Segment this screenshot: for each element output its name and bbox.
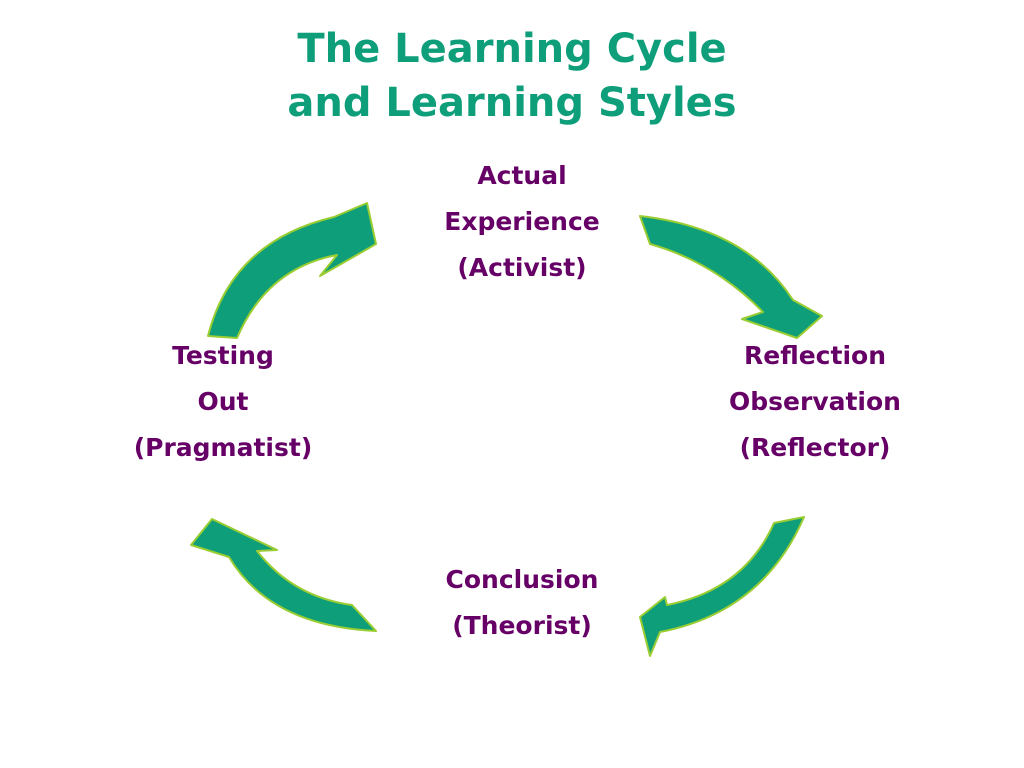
stage-actual-experience: Actual Experience (Activist) xyxy=(402,153,642,291)
arrow-reflection-to-conclusion xyxy=(639,516,805,657)
stage-right-line-1: Reflection xyxy=(743,341,886,370)
stage-top-line-1: Actual xyxy=(477,161,567,190)
diagram-title: The Learning Cycle and Learning Styles xyxy=(0,22,1024,130)
stage-conclusion: Conclusion (Theorist) xyxy=(402,557,642,649)
stage-testing-out: Testing Out (Pragmatist) xyxy=(98,333,348,471)
arrow-experience-to-reflection xyxy=(639,215,823,339)
stage-bottom-line-1: Conclusion xyxy=(445,565,599,594)
stage-right-style: (Reflector) xyxy=(739,433,891,462)
stage-left-style: (Pragmatist) xyxy=(133,433,313,462)
stage-top-line-2: Experience xyxy=(444,207,600,236)
arrow-conclusion-to-testing xyxy=(190,518,377,632)
stage-left-line-1: Testing xyxy=(172,341,274,370)
title-line-1: The Learning Cycle xyxy=(297,26,727,72)
stage-right-line-2: Observation xyxy=(729,387,901,416)
stage-left-line-2: Out xyxy=(197,387,249,416)
stage-bottom-style: (Theorist) xyxy=(452,611,592,640)
stage-reflection-observation: Reflection Observation (Reflector) xyxy=(690,333,940,471)
title-line-2: and Learning Styles xyxy=(287,80,737,126)
stage-top-style: (Activist) xyxy=(457,253,587,282)
arrow-testing-to-experience xyxy=(207,202,377,339)
